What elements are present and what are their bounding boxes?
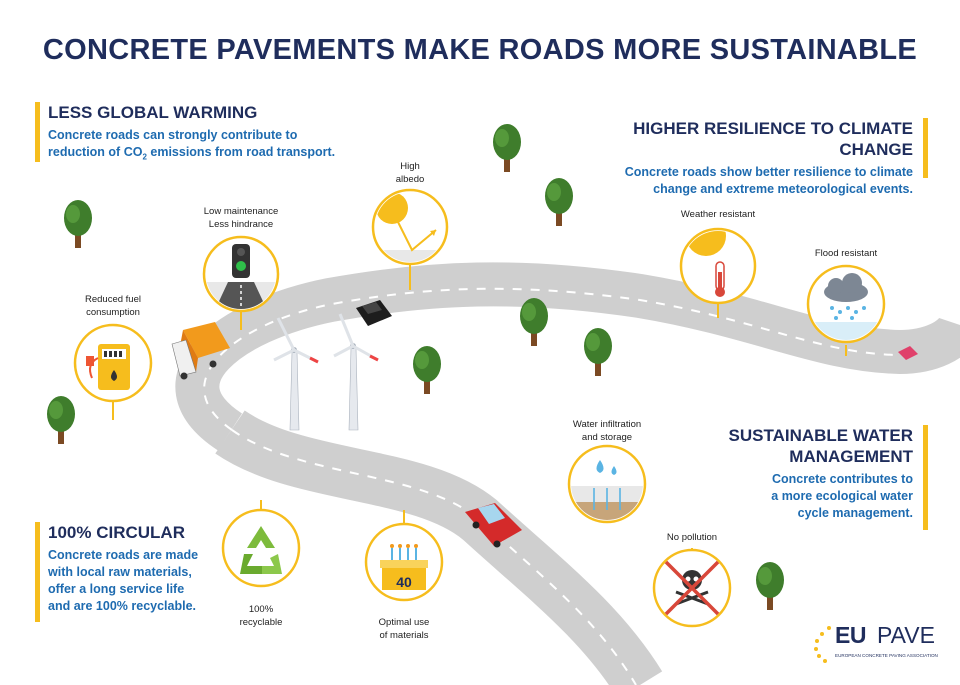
resilience-text: Concrete roads show better resilience to… bbox=[624, 165, 913, 196]
label-recyclable: 100%recyclable bbox=[239, 604, 283, 628]
logo-stars-icon bbox=[814, 626, 831, 663]
less-global-warming-block: LESS GLOBAL WARMING Concrete roads can s… bbox=[35, 102, 355, 166]
accent-bar bbox=[35, 522, 40, 622]
accent-bar bbox=[35, 102, 40, 162]
label-flood-resistant: Flood resistant bbox=[814, 248, 878, 259]
albedo-icon bbox=[371, 188, 449, 266]
logo-pave: PAVE bbox=[877, 622, 935, 648]
circular-heading: 100% CIRCULAR bbox=[48, 523, 185, 542]
cake-number: 40 bbox=[396, 574, 412, 590]
truck-icon bbox=[171, 322, 230, 380]
accent-bar bbox=[923, 118, 928, 178]
higher-resilience-block: HIGHER RESILIENCE TO CLIMATE CHANGE Conc… bbox=[560, 118, 928, 198]
warming-text: Concrete roads can strongly contribute t… bbox=[48, 128, 336, 162]
no-pollution-icon bbox=[652, 548, 732, 628]
water-drop-icon bbox=[567, 444, 647, 524]
thermometer-icon bbox=[679, 227, 757, 305]
logo-subtitle: EUROPEAN CONCRETE PAVING ASSOCIATION bbox=[835, 653, 938, 658]
label-no-pollution: No pollution bbox=[666, 532, 718, 543]
logo-eu: EU bbox=[835, 622, 866, 648]
black-car-icon bbox=[356, 300, 392, 326]
fuel-icon bbox=[73, 323, 153, 403]
wind-turbines bbox=[273, 313, 379, 431]
eupave-logo: EU PAVE EUROPEAN CONCRETE PAVING ASSOCIA… bbox=[835, 622, 945, 662]
cloud-rain-icon bbox=[806, 264, 886, 344]
page-title: CONCRETE PAVEMENTS MAKE ROADS MORE SUSTA… bbox=[42, 34, 918, 66]
recycle-icon bbox=[221, 508, 301, 588]
warming-heading: LESS GLOBAL WARMING bbox=[48, 103, 258, 122]
accent-bar bbox=[923, 425, 928, 530]
small-car-icon bbox=[898, 346, 918, 360]
label-weather-resistant: Weather resistant bbox=[680, 209, 756, 220]
cake-icon: 40 bbox=[364, 522, 444, 602]
resilience-heading: HIGHER RESILIENCE TO CLIMATE CHANGE bbox=[633, 119, 913, 159]
red-car-icon bbox=[465, 503, 522, 548]
